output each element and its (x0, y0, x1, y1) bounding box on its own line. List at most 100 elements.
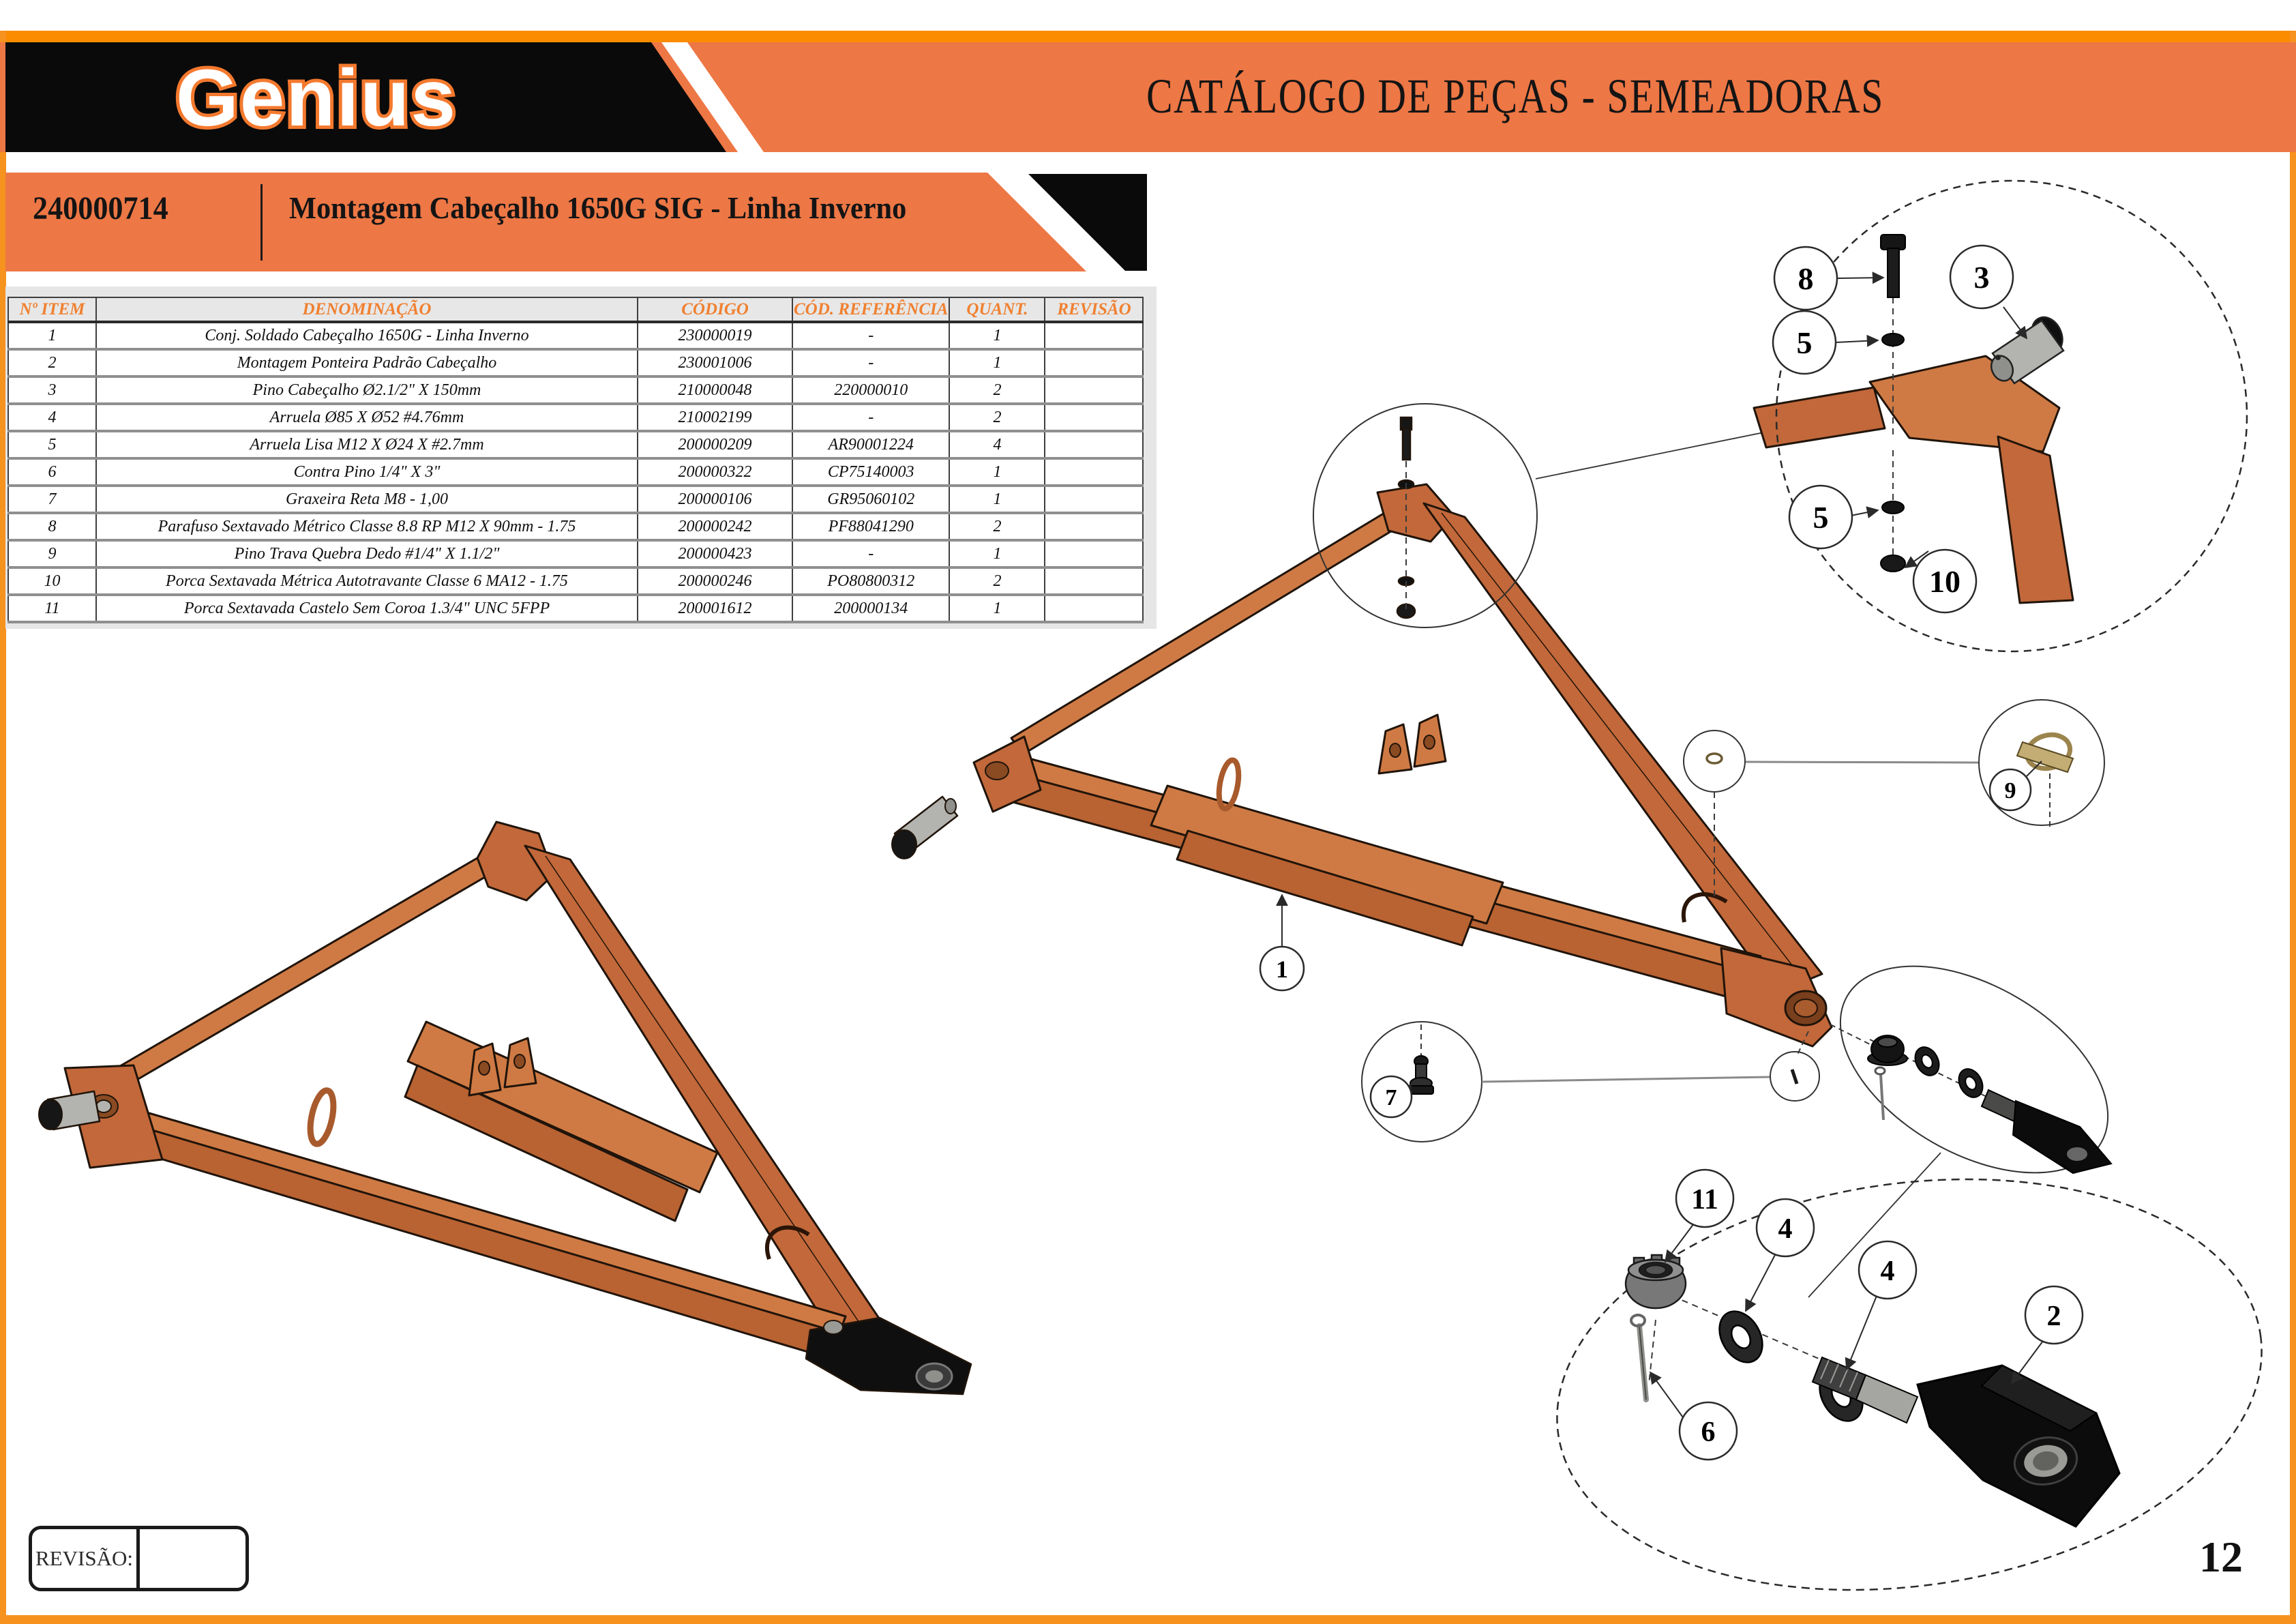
table-cell: - (791, 349, 951, 377)
table-cell (1044, 458, 1144, 486)
assembly-title: Montagem Cabeçalho 1650G SIG - Linha Inv… (289, 190, 907, 225)
revision-label: REVISÃO: (32, 1529, 140, 1588)
table-cell: Porca Sextavada Métrica Autotravante Cla… (95, 567, 638, 595)
svg-text:5: 5 (1813, 500, 1829, 535)
table-cell: 200001612 (637, 595, 793, 622)
page-bottom-border (0, 1615, 2296, 1624)
table-cell: GR95060102 (791, 486, 951, 513)
table-cell: 2 (949, 567, 1046, 595)
table-cell: PF88041290 (791, 513, 951, 540)
ponteira-subassembly (1808, 965, 2113, 1298)
table-cell: 210002199 (637, 404, 793, 431)
lynch-pin-detail: 9 (1683, 699, 2105, 900)
callout-main-frame: 1 (1259, 894, 1305, 992)
table-cell (1044, 513, 1144, 540)
bolt-head (1880, 234, 1906, 250)
banner-divider (260, 184, 263, 261)
table-cell: 2 (8, 349, 97, 377)
col-header-referencia: CÓD. REFERÊNCIA (791, 297, 951, 323)
d-ring-left (307, 1087, 337, 1147)
ponteira-clevis (1811, 1356, 2121, 1528)
svg-text:1: 1 (1276, 956, 1288, 983)
hook-right (1681, 892, 1728, 923)
table-cell: 6 (8, 458, 97, 486)
table-cell: 200000322 (637, 458, 793, 486)
table-cell (1044, 349, 1144, 377)
table-cell: 11 (8, 595, 97, 622)
clevis-pin-detail (1990, 316, 2065, 385)
table-cell: 5 (8, 431, 97, 458)
left-frame-drawing (38, 821, 972, 1396)
table-cell: 1 (949, 595, 1046, 622)
pin-detail-circle: 8 3 5 5 10 (1753, 179, 2248, 653)
table-cell: 4 (8, 404, 97, 431)
callout: 11 4 4 6 2 (1675, 1168, 2084, 1461)
table-cell: 2 (949, 377, 1046, 404)
apex-detail (1313, 403, 1778, 628)
table-cell: 2 (949, 513, 1046, 540)
table-cell: 3 (8, 377, 97, 404)
brand-logo-text: Genius (176, 53, 457, 143)
lynch-pin-large (2016, 732, 2074, 773)
table-cell: 10 (8, 567, 97, 595)
page-right-border (2290, 31, 2296, 1624)
ponteira-mount (1720, 947, 1833, 1048)
table-cell (1044, 486, 1144, 513)
lock-nut (1880, 555, 1906, 572)
svg-text:7: 7 (1386, 1085, 1397, 1110)
col-header-codigo: CÓDIGO (637, 297, 793, 323)
clevis-pin-exploded (891, 795, 959, 859)
revision-box: REVISÃO: (29, 1526, 249, 1591)
right-frame-drawing (891, 483, 1833, 1048)
table-cell: - (791, 540, 951, 567)
logo-box (5, 42, 726, 152)
table-cell: Graxeira Reta M8 - 1,00 (95, 486, 638, 513)
table-cell: 1 (949, 540, 1046, 567)
assembly-code: 240000714 (33, 190, 168, 226)
col-header-item: Nº ITEM (8, 297, 97, 323)
hitch-pin-left (38, 1090, 101, 1131)
table-cell (1044, 431, 1144, 458)
svg-text:8: 8 (1798, 261, 1814, 296)
table-cell (1044, 540, 1144, 567)
clevis-left (805, 1316, 972, 1396)
table-cell: 4 (949, 431, 1046, 458)
table-cell: Arruela Ø85 X Ø52 #4.76mm (95, 404, 638, 431)
lynch-pin-installed (1705, 752, 1723, 765)
table-cell: 210000048 (637, 377, 793, 404)
table-cell: 220000010 (791, 377, 951, 404)
col-header-quant: QUANT. (949, 297, 1046, 323)
assembly-banner (5, 173, 1086, 271)
table-cell: Parafuso Sextavado Métrico Classe 8.8 RP… (95, 513, 638, 540)
table-cell (1044, 404, 1144, 431)
svg-text:5: 5 (1797, 325, 1813, 360)
washer-upper (1881, 333, 1905, 346)
table-cell: 1 (949, 349, 1046, 377)
table-cell: 2 (949, 404, 1046, 431)
page-title: CATÁLOGO DE PEÇAS - SEMEADORAS (1146, 69, 1884, 123)
table-cell: 230001006 (637, 349, 793, 377)
col-header-denominacao: DENOMINAÇÃO (95, 297, 638, 323)
table-cell: 7 (8, 486, 97, 513)
table-cell: PO80800312 (791, 567, 951, 595)
table-cell: 200000106 (637, 486, 793, 513)
d-ring-right (1216, 757, 1242, 812)
callout: 8 3 5 5 10 (1772, 244, 2014, 614)
svg-text:10: 10 (1929, 564, 1960, 599)
table-cell: AR90001224 (791, 431, 951, 458)
table-cell: - (791, 322, 951, 349)
svg-text:4: 4 (1778, 1213, 1793, 1245)
table-cell: CP75140003 (791, 458, 951, 486)
table-cell: Montagem Ponteira Padrão Cabeçalho (95, 349, 638, 377)
svg-text:3: 3 (1974, 260, 1990, 295)
